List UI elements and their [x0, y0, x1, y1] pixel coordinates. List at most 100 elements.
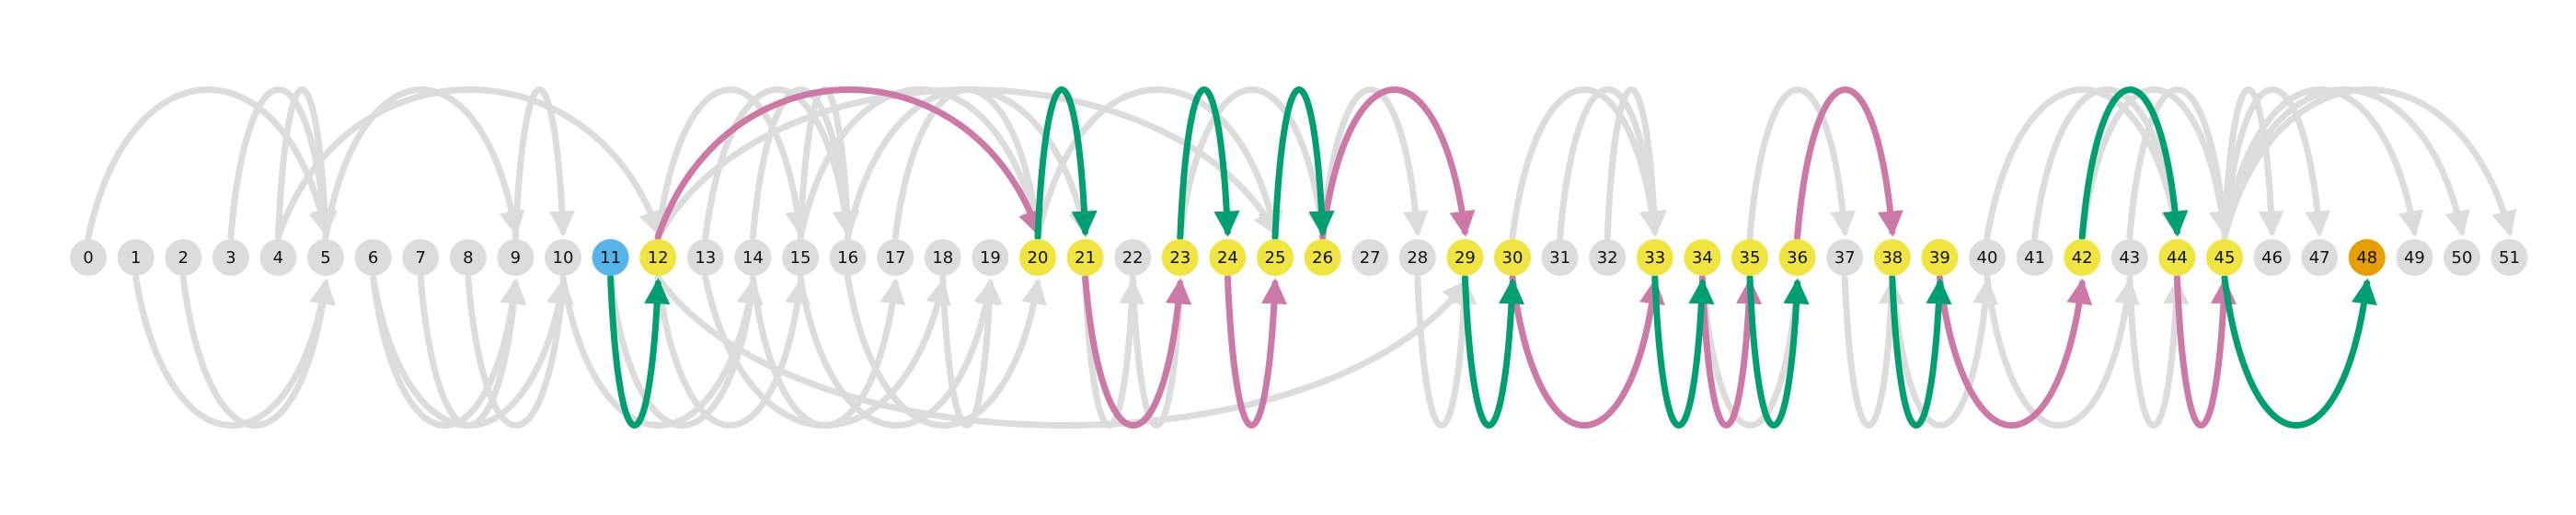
node-24: 24 — [1209, 239, 1247, 276]
path-node-circle — [1684, 239, 1721, 276]
background-edge-12-15 — [654, 86, 811, 241]
node-label: 40 — [1977, 248, 1998, 268]
pink-edge-30-33 — [1509, 274, 1665, 429]
node-42: 42 — [2064, 239, 2101, 276]
node-label: 14 — [742, 248, 764, 268]
node-3: 3 — [212, 239, 249, 276]
path-node-circle — [1494, 239, 1531, 276]
node-label: 36 — [1787, 248, 1808, 268]
green-edge-23-24 — [1177, 86, 1240, 241]
node-label: 7 — [415, 248, 425, 268]
green-edge-25-26 — [1271, 86, 1335, 241]
node-22: 22 — [1114, 239, 1152, 276]
node-32: 32 — [1589, 239, 1627, 276]
background-edge-5-9 — [322, 86, 525, 241]
node-45: 45 — [2206, 239, 2243, 276]
node-label: 38 — [1881, 248, 1903, 268]
default-node-circle — [545, 239, 581, 276]
background-edge-38-40 — [1889, 274, 1998, 429]
background-edge-10-14 — [559, 274, 763, 429]
node-23: 23 — [1161, 239, 1199, 276]
node-label: 46 — [2261, 248, 2283, 268]
node-label: 41 — [2024, 248, 2045, 268]
background-edge-35-37 — [1746, 86, 1857, 241]
green-edge-38-39 — [1889, 274, 1952, 429]
node-20: 20 — [1019, 239, 1056, 276]
node-label: 43 — [2119, 248, 2140, 268]
default-node-circle — [117, 239, 155, 276]
node-label: 33 — [1644, 248, 1665, 268]
node-label: 1 — [131, 248, 141, 268]
path-node-circle — [2158, 239, 2196, 276]
node-26: 26 — [1304, 239, 1341, 276]
path-node-circle — [639, 239, 677, 276]
node-1: 1 — [117, 239, 155, 276]
default-node-circle — [1351, 239, 1389, 276]
background-edge-43-45 — [2126, 86, 2236, 241]
node-label: 48 — [2356, 248, 2377, 268]
background-edge-18-19 — [939, 274, 1003, 429]
node-label: 27 — [1360, 248, 1381, 268]
green-edge-33-34 — [1651, 274, 1715, 429]
node-label: 19 — [980, 248, 1001, 268]
background-edge-45-51 — [2221, 86, 2517, 241]
green-edge-42-44 — [2078, 86, 2189, 241]
node-11: 11 — [592, 239, 629, 276]
pink-edge-44-45 — [2173, 274, 2237, 429]
node-49: 49 — [2396, 239, 2433, 276]
default-node-circle — [924, 239, 961, 276]
node-label: 3 — [225, 248, 236, 268]
node-25: 25 — [1257, 239, 1294, 276]
default-node-circle — [402, 239, 440, 276]
path-node-circle — [1019, 239, 1056, 276]
node-38: 38 — [1873, 239, 1911, 276]
green-edge-29-30 — [1461, 274, 1525, 429]
default-node-circle — [165, 239, 202, 276]
node-27: 27 — [1351, 239, 1389, 276]
background-edge-37-38 — [1841, 274, 1904, 429]
default-node-circle — [307, 239, 344, 276]
node-51: 51 — [2490, 239, 2528, 276]
path-node-circle — [2064, 239, 2101, 276]
node-label: 15 — [790, 248, 811, 268]
node-44: 44 — [2158, 239, 2196, 276]
node-label: 0 — [83, 248, 93, 268]
default-node-circle — [70, 239, 107, 276]
path-node-circle — [2206, 239, 2243, 276]
node-label: 35 — [1740, 248, 1761, 268]
default-node-circle — [829, 239, 867, 276]
default-node-circle — [2016, 239, 2053, 276]
default-node-circle — [259, 239, 297, 276]
background-edge-40-44 — [1984, 86, 2187, 241]
background-edge-12-25 — [654, 86, 1279, 241]
node-label: 32 — [1597, 248, 1618, 268]
node-21: 21 — [1066, 239, 1104, 276]
default-node-circle — [2301, 239, 2339, 276]
node-label: 47 — [2309, 248, 2330, 268]
default-node-circle — [1541, 239, 1579, 276]
node-15: 15 — [782, 239, 819, 276]
background-edge-16-20 — [845, 274, 1047, 429]
node-label: 24 — [1217, 248, 1238, 268]
background-edge-14-16 — [749, 86, 859, 241]
pink-edge-26-29 — [1319, 86, 1476, 241]
node-label: 34 — [1692, 248, 1713, 268]
node-label: 11 — [600, 248, 621, 268]
node-12: 12 — [639, 239, 677, 276]
node-label: 44 — [2167, 248, 2188, 268]
node-30: 30 — [1494, 239, 1531, 276]
node-17: 17 — [877, 239, 914, 276]
background-edge-4-12 — [274, 86, 664, 241]
node-39: 39 — [1921, 239, 1959, 276]
node-label: 9 — [511, 248, 521, 268]
background-edge-20-25 — [1034, 86, 1283, 241]
node-8: 8 — [449, 239, 487, 276]
node-label: 8 — [463, 248, 473, 268]
node-29: 29 — [1446, 239, 1484, 276]
background-edge-8-10 — [465, 274, 574, 429]
default-node-circle — [686, 239, 724, 276]
node-label: 23 — [1169, 248, 1190, 268]
node-14: 14 — [734, 239, 772, 276]
node-label: 45 — [2214, 248, 2236, 268]
default-node-circle — [2253, 239, 2291, 276]
